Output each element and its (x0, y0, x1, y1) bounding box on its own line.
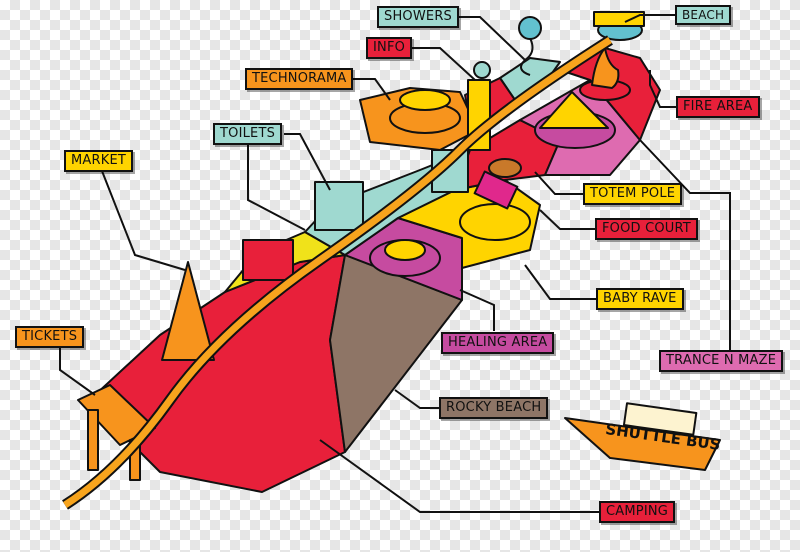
label-showers[interactable]: SHOWERS (377, 6, 460, 28)
magnifier-icon (473, 61, 491, 79)
boat-cabin (622, 402, 698, 436)
bowl-icon (384, 239, 426, 261)
tent-icon (161, 261, 215, 361)
road-path-fill (63, 37, 612, 508)
label-tickets[interactable]: TICKETS (15, 326, 85, 348)
toilet-cabin-icon (314, 181, 364, 231)
label-info[interactable]: INFO (366, 37, 413, 59)
label-toilets[interactable]: TOILETS (213, 123, 283, 145)
telephone-dial-icon (518, 16, 542, 40)
label-food-court[interactable]: FOOD COURT (595, 218, 698, 240)
label-baby-rave[interactable]: BABY RAVE (596, 288, 684, 310)
label-totem-pole[interactable]: TOTEM POLE (583, 183, 683, 205)
baby-rave-stage (459, 203, 531, 241)
label-fire-area[interactable]: FIRE AREA (676, 96, 760, 118)
label-beach[interactable]: BEACH (675, 5, 732, 25)
lotus-icon (399, 89, 451, 111)
label-market[interactable]: MARKET (64, 150, 134, 172)
flame-icon (591, 47, 620, 89)
label-rocky-beach[interactable]: ROCKY BEACH (439, 397, 549, 419)
leader-lines (59, 14, 731, 513)
burger-icon (488, 158, 522, 178)
pyramid-icon (539, 91, 609, 129)
label-technorama[interactable]: TECHNORAMA (245, 68, 354, 90)
cassette-icon (473, 170, 519, 210)
sunglasses-icon (593, 11, 645, 27)
ticket-booth-leg (87, 409, 99, 471)
market-stall-icon (242, 239, 294, 281)
label-trance-n-maze[interactable]: TRANCE N MAZE (659, 350, 784, 372)
label-healing-area[interactable]: HEALING AREA (441, 332, 555, 354)
label-camping[interactable]: CAMPING (599, 501, 676, 523)
shuttle-bus-boat (564, 417, 721, 471)
